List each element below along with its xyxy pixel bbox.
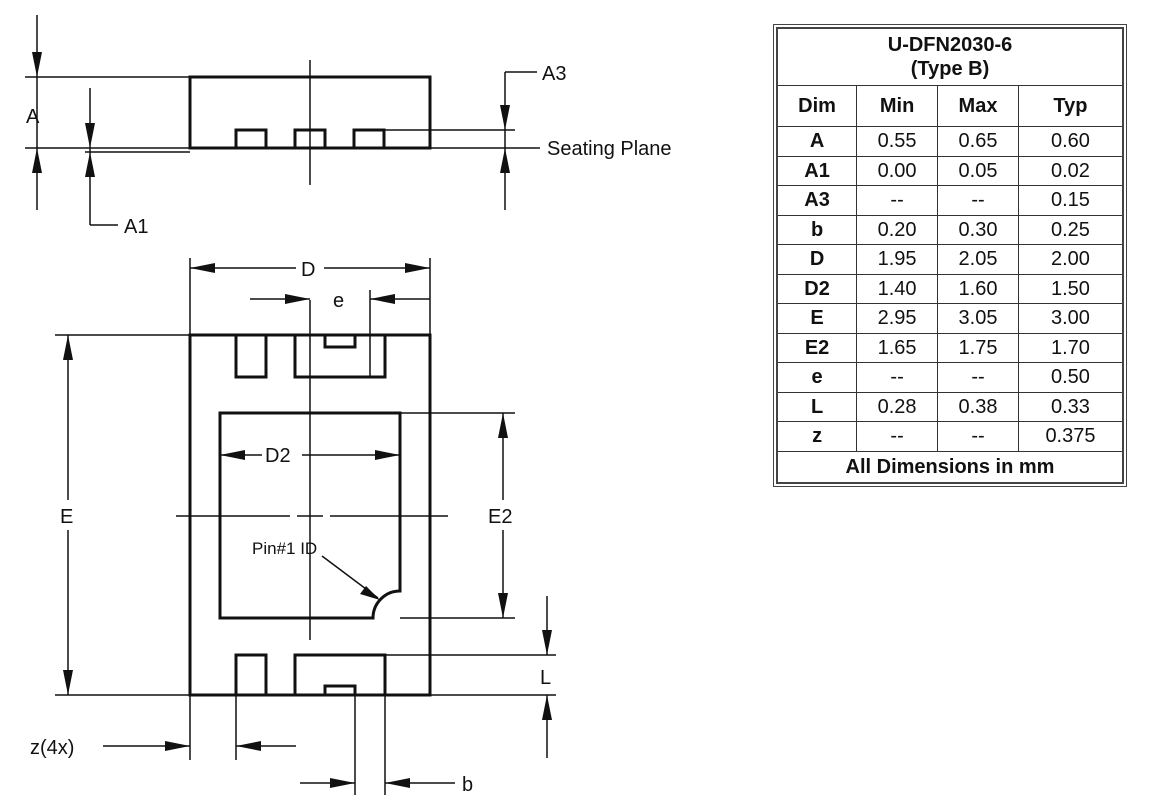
dim-label-z: z(4x) [30,737,74,759]
table-header-row: Dim Min Max Typ [776,85,1124,127]
cell-dim: A1 [776,155,858,186]
cell-dim: e [776,362,858,393]
top-pad-2-notch [323,333,357,349]
cell-dim: L [776,391,858,422]
cell-typ: 1.50 [1017,273,1124,304]
cell-min: 1.65 [856,332,939,363]
dim-label-D: D [301,259,315,281]
cell-max: 3.05 [937,303,1019,334]
cell-typ: 0.33 [1017,391,1124,422]
cell-max: 0.38 [937,391,1019,422]
header-typ: Typ [1017,85,1124,127]
cell-min: 0.28 [856,391,939,422]
table-title-line2: (Type B) [910,58,990,80]
cell-typ: 0.60 [1017,126,1124,157]
dim-label-E: E [60,506,73,528]
cell-dim: E [776,303,858,334]
table-title: U-DFN2030-6 (Type B) [776,27,1124,86]
exposed-pad [218,411,402,620]
cell-max: 1.75 [937,332,1019,363]
dim-label-L: L [540,667,551,689]
cell-min: -- [856,362,939,393]
pin1-label: Pin#1 ID [252,539,317,558]
cell-dim: b [776,214,858,245]
header-max: Max [937,85,1019,127]
cell-dim: E2 [776,332,858,363]
top-view: D e D2 E E2 Pin#1 ID [30,258,556,796]
dim-label-E2: E2 [488,506,512,528]
cell-max: 0.05 [937,155,1019,186]
cell-typ: 1.70 [1017,332,1124,363]
cell-max: 2.05 [937,244,1019,275]
dim-label-A3: A3 [542,63,566,85]
side-view: A A1 A3 Seating Plane [25,15,672,238]
cell-typ: 2.00 [1017,244,1124,275]
cell-min: 1.95 [856,244,939,275]
table-title-line1: U-DFN2030-6 [887,34,1013,56]
cell-min: -- [856,421,939,452]
cell-min: 0.55 [856,126,939,157]
dim-label-D2: D2 [265,445,291,467]
cell-typ: 0.375 [1017,421,1124,452]
bottom-pad-1 [234,653,268,697]
cell-typ: 0.25 [1017,214,1124,245]
cell-max: -- [937,362,1019,393]
cell-dim: A [776,126,858,157]
cell-dim: D2 [776,273,858,304]
cell-min: 0.20 [856,214,939,245]
header-dim: Dim [776,85,858,127]
top-pad-1 [234,333,268,379]
bottom-pad-2-notch [323,684,357,697]
cell-max: 1.60 [937,273,1019,304]
cell-min: 1.40 [856,273,939,304]
cell-typ: 0.15 [1017,185,1124,216]
cell-min: 0.00 [856,155,939,186]
dim-label-b: b [462,774,473,796]
cell-typ: 0.02 [1017,155,1124,186]
dim-label-A1: A1 [124,216,148,238]
header-min: Min [856,85,939,127]
cell-max: -- [937,421,1019,452]
table-row: e----0.50 [776,362,1124,393]
dim-label-e: e [333,290,344,312]
cell-dim: z [776,421,858,452]
table-row: A3----0.15 [776,185,1124,216]
cell-dim: A3 [776,185,858,216]
cell-min: 2.95 [856,303,939,334]
cell-max: 0.65 [937,126,1019,157]
seating-plane-label: Seating Plane [547,138,672,160]
cell-dim: D [776,244,858,275]
table-footer: All Dimensions in mm [776,450,1124,483]
cell-min: -- [856,185,939,216]
table-row: z----0.375 [776,421,1124,452]
cell-max: 0.30 [937,214,1019,245]
cell-max: -- [937,185,1019,216]
cell-typ: 3.00 [1017,303,1124,334]
cell-typ: 0.50 [1017,362,1124,393]
dim-label-A: A [26,106,40,128]
